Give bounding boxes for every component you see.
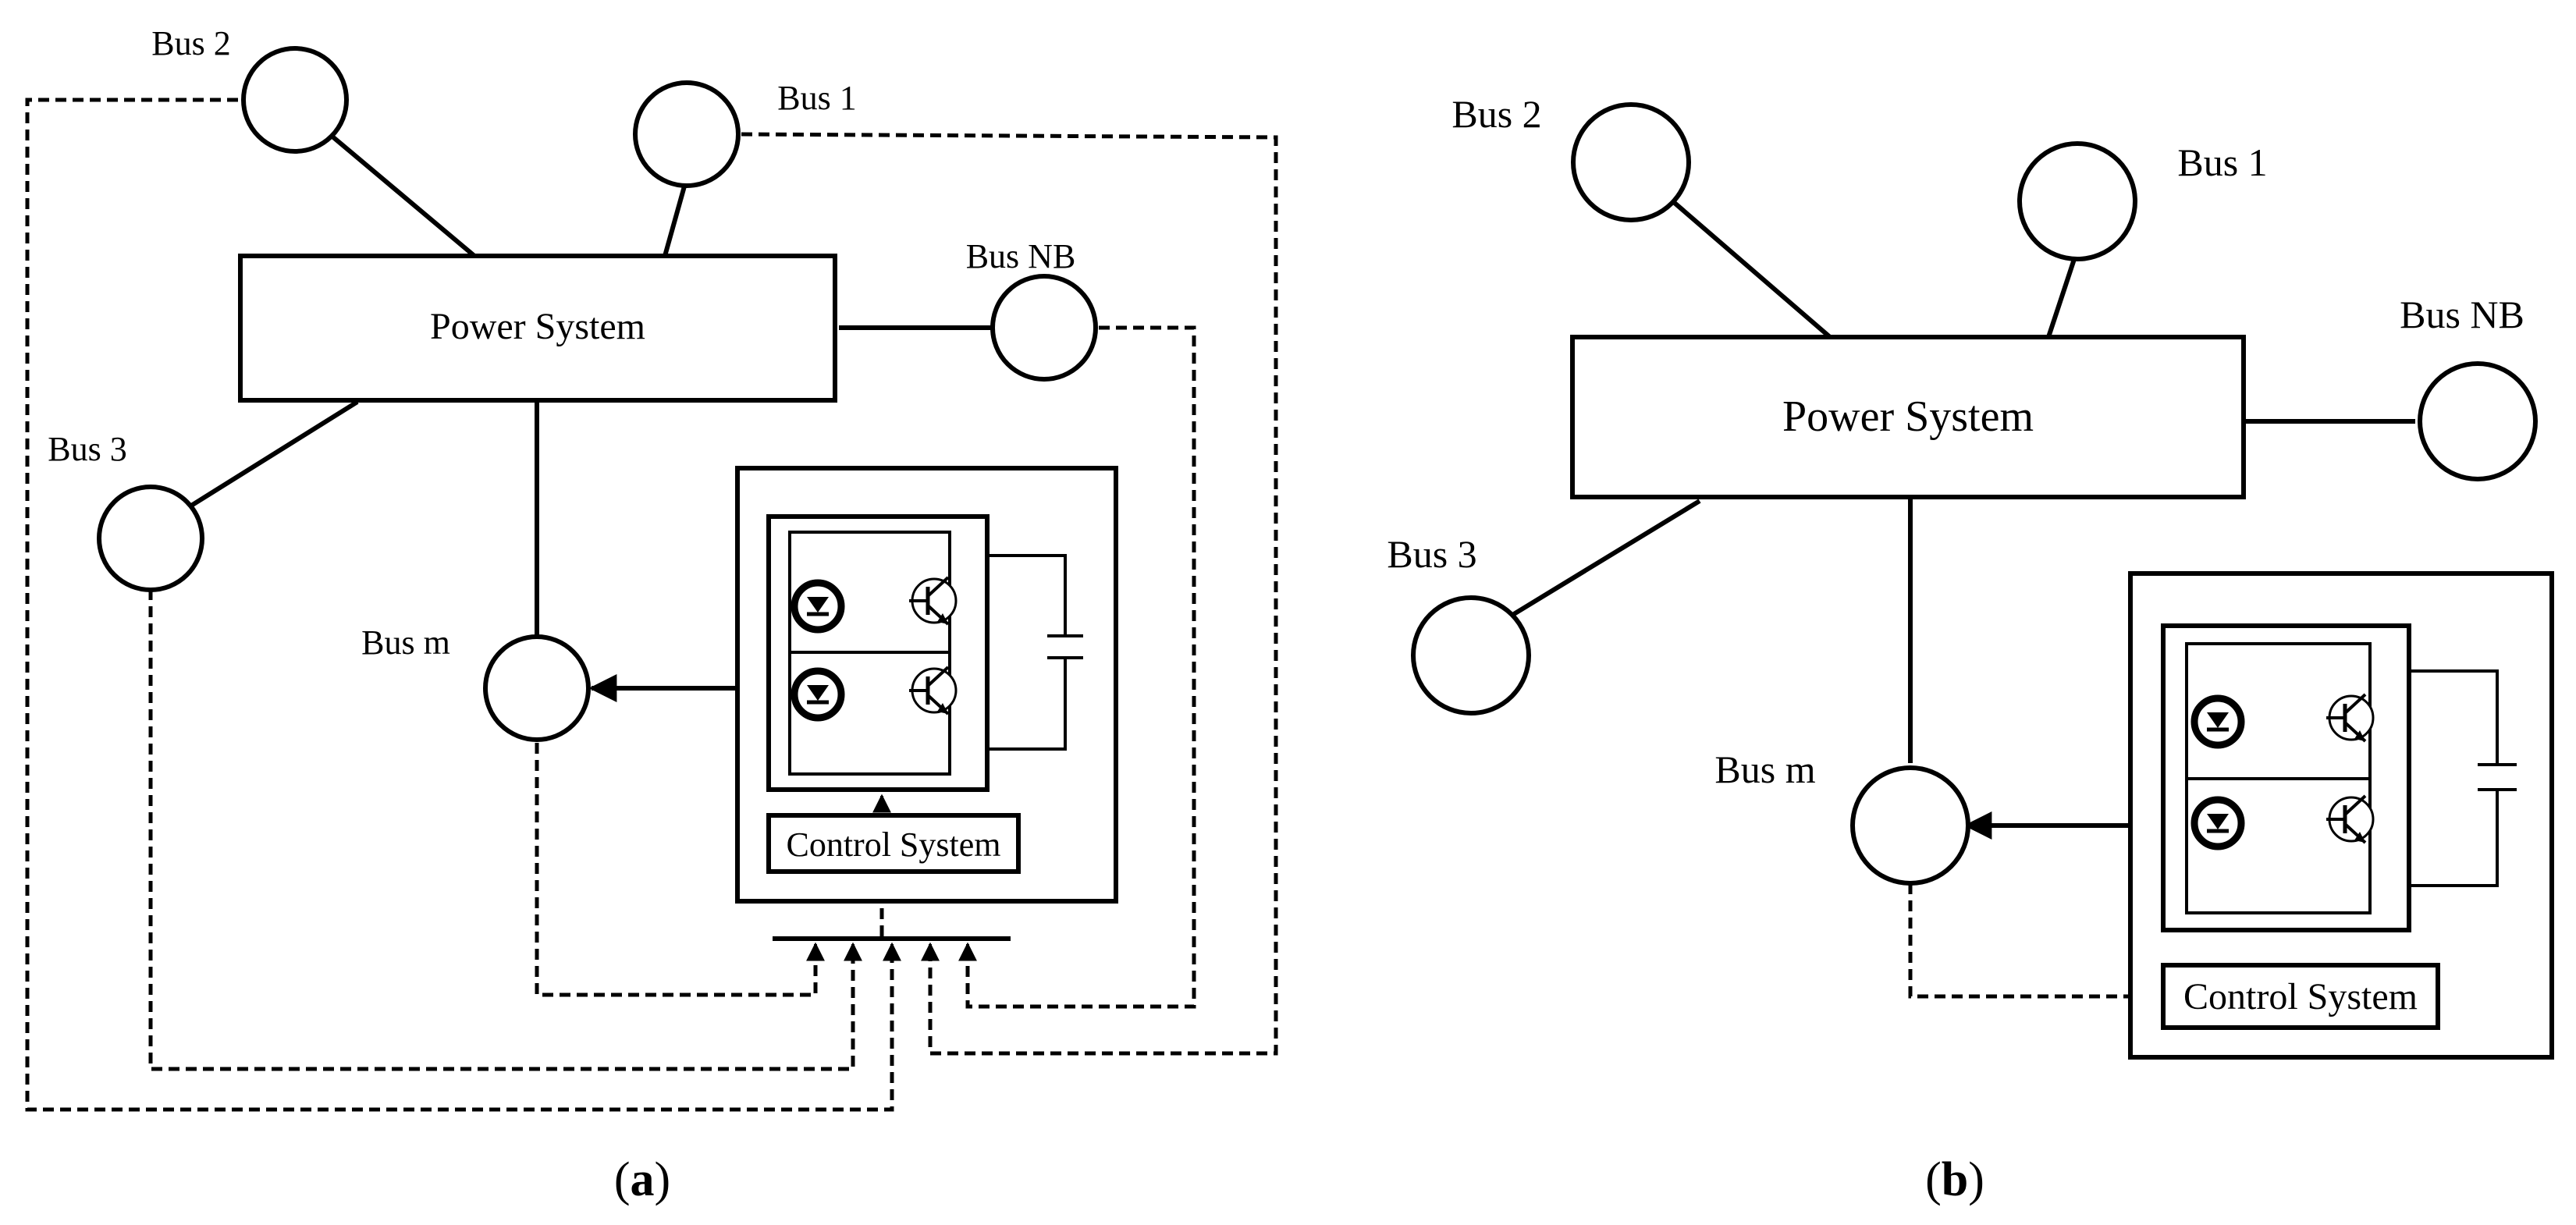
panel-b-diode-bottom-icon	[2194, 800, 2241, 847]
panel-a-diode-bottom-icon	[794, 671, 841, 718]
panel-a-connections	[190, 130, 993, 702]
panel-a-bus-m-label: Bus m	[361, 623, 450, 662]
panel-a: Power System Bus 2 Bus 1 Bus NB Bus 3 Bu…	[25, 24, 1278, 1206]
panel-b-bus-3-circle	[1411, 595, 1531, 715]
panel-b-diode-top-icon	[2194, 698, 2241, 745]
panel-a-power-system-label: Power System	[430, 306, 645, 347]
panel-b-caption: (b)	[1925, 1153, 1984, 1206]
panel-b-power-system-label: Power System	[1782, 392, 2034, 441]
panel-b-bus-2-circle	[1571, 102, 1691, 222]
panel-a-bus-3-circle	[97, 485, 204, 592]
panel-a-diode-top-icon	[794, 583, 841, 630]
panel-a-bus-m-circle	[483, 634, 591, 742]
panel-a-bus-1-label: Bus 1	[777, 79, 856, 117]
panel-b-bus-3-label: Bus 3	[1387, 532, 1476, 576]
panel-b-compensator: Control System	[2128, 571, 2554, 1060]
panel-b-bus-1-circle	[2017, 141, 2137, 261]
panel-a-caption: (a)	[614, 1153, 670, 1206]
panel-b-bus-nb-label: Bus NB	[2400, 293, 2524, 336]
panel-a-measurement-lines	[25, 98, 1278, 1112]
panel-b-bus-nb-circle	[2418, 361, 2538, 481]
panel-b-power-system-box	[1570, 335, 2246, 499]
panel-a-bus-2-circle	[241, 46, 349, 154]
panel-b-bus-m-label: Bus m	[1714, 747, 1815, 791]
panel-a-bus-3-label: Bus 3	[48, 430, 126, 468]
panel-a-power-system-box	[238, 254, 837, 403]
panel-a-bus-nb-circle	[990, 274, 1098, 382]
panel-b-bus-1-label: Bus 1	[2177, 140, 2267, 184]
panel-b-bus-2-label: Bus 2	[1451, 92, 1541, 136]
panel-b: Power System Bus 2 Bus 1 Bus NB Bus 3 Bu…	[1387, 92, 2554, 1206]
panel-b-connections	[1508, 197, 2415, 840]
panel-a-control-system-label: Control System	[786, 826, 1000, 864]
panel-b-bus-m-circle	[1850, 765, 1970, 886]
panel-a-input-arrows	[806, 870, 977, 961]
panel-a-bus-nb-label: Bus NB	[966, 237, 1076, 275]
panel-a-bus-1-circle	[633, 80, 741, 188]
panel-b-control-system-label: Control System	[2183, 976, 2418, 1017]
panel-a-compensator: Control System	[735, 466, 1118, 904]
panel-a-bus-2-label: Bus 2	[151, 24, 230, 62]
